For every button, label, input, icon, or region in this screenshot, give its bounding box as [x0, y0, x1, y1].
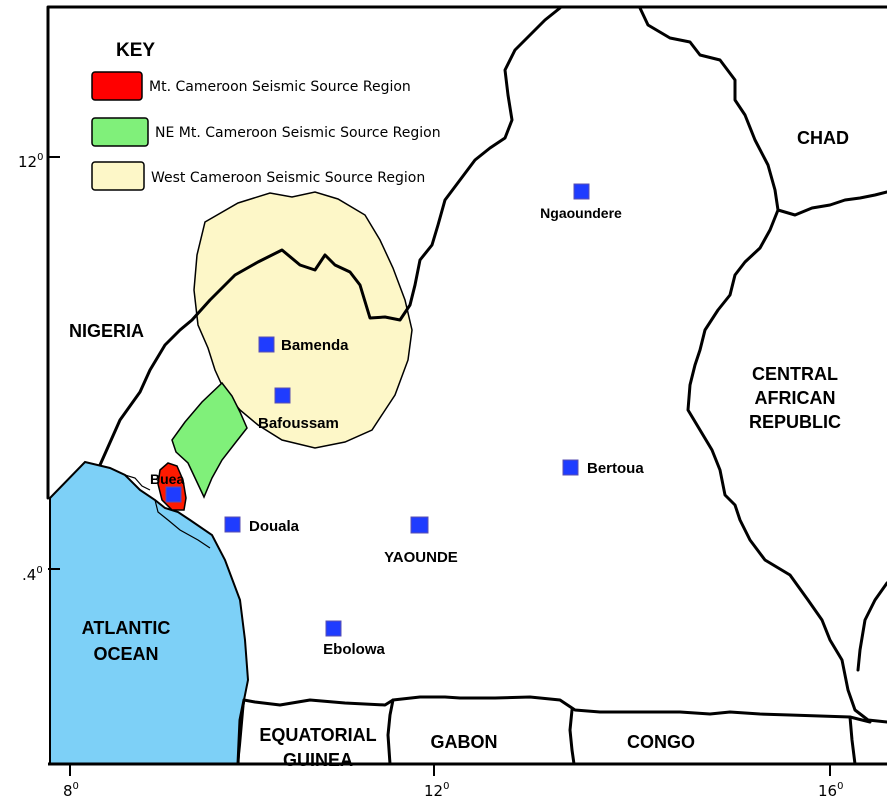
city-marker-yaounde: [410, 516, 429, 534]
key-title: KEY: [116, 40, 155, 61]
eq-guinea-gabon-border: [386, 698, 395, 766]
car-border: [686, 208, 887, 724]
city-label-ngaoundere: Ngaoundere: [540, 205, 622, 221]
lon-label-12: 120: [424, 781, 449, 798]
country-label-eq-guinea-2: GUINEA: [283, 750, 353, 770]
city-label-douala: Douala: [249, 518, 300, 535]
city-label-bertoua: Bertoua: [587, 460, 644, 477]
country-label-eq-guinea-1: EQUATORIAL: [259, 725, 376, 745]
nigeria-cameroon-border: [46, 5, 562, 500]
lon-label-8: 80: [63, 781, 79, 798]
key-label-mt-cameroon: Mt. Cameroon Seismic Source Region: [149, 79, 411, 95]
city-marker-bertoua: [562, 459, 579, 476]
ocean-label-2: OCEAN: [93, 644, 158, 664]
country-label-congo: CONGO: [627, 732, 695, 752]
gabon-congo-border: [568, 708, 576, 766]
city-marker-bafoussam: [274, 387, 291, 404]
key-label-ne-mt-cameroon: NE Mt. Cameroon Seismic Source Region: [155, 125, 441, 141]
lon-label-16: 160: [818, 781, 843, 798]
car-border-east: [856, 581, 887, 672]
eq-guinea-west-border: [236, 698, 246, 766]
map-frame: [48, 5, 887, 766]
key-swatch-mt-cameroon: [91, 71, 143, 101]
ocean-label-1: ATLANTIC: [82, 618, 171, 638]
map-key: KEY Mt. Cameroon Seismic Source Region N…: [91, 40, 441, 191]
coastline-detail: [124, 474, 211, 549]
city-marker-bamenda: [258, 336, 275, 353]
lat-label-12: 120: [18, 152, 43, 171]
country-label-car-1: CENTRAL: [752, 364, 838, 384]
country-label-car-3: REPUBLIC: [749, 412, 841, 432]
city-marker-buea: [165, 486, 182, 503]
congo-east-border: [848, 715, 857, 766]
lat-label-4: .40: [22, 565, 43, 584]
chad-border: [638, 6, 887, 217]
ne-mt-cameroon-region: [171, 381, 248, 499]
country-label-gabon: GABON: [431, 732, 498, 752]
city-marker-douala: [224, 516, 241, 533]
west-cameroon-region: [193, 191, 413, 449]
country-label-car-2: AFRICAN: [755, 388, 836, 408]
key-swatch-ne-mt-cameroon: [91, 117, 149, 147]
key-swatch-west-cameroon: [91, 161, 145, 191]
city-label-ebolowa: Ebolowa: [323, 641, 385, 658]
city-label-yaounde: YAOUNDE: [384, 549, 458, 566]
country-label-nigeria: NIGERIA: [69, 321, 144, 341]
city-label-buea: Buea: [150, 471, 184, 487]
country-label-chad: CHAD: [797, 128, 849, 148]
key-label-west-cameroon: West Cameroon Seismic Source Region: [151, 170, 425, 186]
city-marker-ebolowa: [325, 620, 342, 637]
city-marker-ngaoundere: [573, 183, 590, 200]
atlantic-ocean-area: [49, 460, 250, 765]
city-label-bafoussam: Bafoussam: [258, 415, 339, 432]
southern-border: [242, 695, 872, 724]
city-label-bamenda: Bamenda: [281, 337, 349, 354]
